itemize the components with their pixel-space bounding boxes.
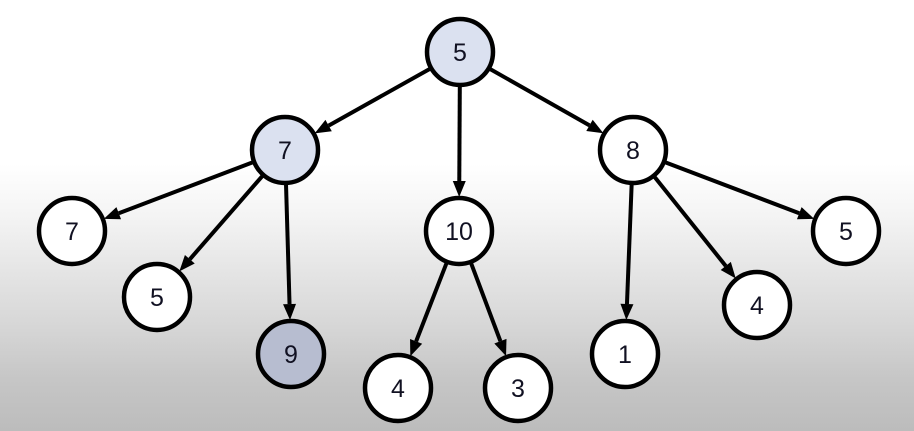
edge-5-to-7 [314, 66, 432, 134]
node-circle[interactable] [482, 352, 554, 424]
node-label: 5 [839, 218, 853, 246]
arrow-head-icon [103, 207, 122, 220]
edge-line [652, 175, 728, 268]
edge-line [664, 160, 800, 216]
node-label: 7 [65, 218, 79, 246]
edge-8-to-4 [652, 175, 736, 279]
node-label: 4 [391, 375, 405, 403]
node-label: 5 [453, 39, 467, 67]
edge-10-to-4 [410, 261, 449, 357]
arrow-head-icon [494, 338, 507, 357]
arrow-head-icon [314, 119, 332, 134]
tree-node[interactable]: 3 [482, 352, 554, 424]
tree-node[interactable]: 5 [810, 195, 882, 267]
node-circle[interactable] [423, 195, 495, 267]
edge-line [457, 85, 462, 182]
edge-7-to-9 [283, 183, 297, 321]
node-label: 7 [278, 137, 292, 165]
node-circle[interactable] [721, 269, 793, 341]
arrow-head-icon [720, 261, 736, 279]
edges-layer [103, 66, 815, 357]
node-circle[interactable] [589, 318, 661, 390]
node-circle[interactable] [255, 318, 327, 390]
edge-line [188, 174, 265, 261]
edge-8-to-5 [664, 160, 815, 220]
node-circle[interactable] [810, 195, 882, 267]
tree-node[interactable]: 10 [423, 195, 495, 267]
edge-5-to-10 [452, 85, 466, 198]
edge-10-to-3 [469, 262, 507, 357]
tree-node[interactable]: 7 [36, 195, 108, 267]
node-circle[interactable] [36, 195, 108, 267]
edge-5-to-8 [488, 67, 604, 134]
tree-node[interactable]: 1 [589, 318, 661, 390]
nodes-layer: 5 7 10 8 7 5 9 4 3 1 4 5 [36, 16, 882, 424]
edge-line [469, 262, 503, 342]
edge-line [414, 261, 449, 343]
edge-line [327, 66, 432, 128]
tree-node[interactable]: 4 [362, 352, 434, 424]
node-label: 3 [511, 375, 525, 403]
tree-node[interactable]: 8 [597, 114, 669, 186]
edge-line [118, 160, 254, 216]
node-label: 10 [445, 218, 473, 246]
node-circle[interactable] [249, 114, 321, 186]
tree-node[interactable]: 4 [721, 269, 793, 341]
node-circle[interactable] [597, 114, 669, 186]
arrow-head-icon [283, 303, 297, 321]
node-label: 8 [626, 137, 640, 165]
arrow-head-icon [586, 119, 604, 134]
tree-node[interactable]: 5 [121, 261, 193, 333]
tree-node[interactable]: 7 [249, 114, 321, 186]
edge-7-to-5 [179, 174, 265, 272]
node-label: 9 [284, 341, 298, 369]
edge-line [624, 183, 634, 305]
node-label: 4 [750, 292, 764, 320]
edge-7-to-7 [103, 160, 254, 220]
arrow-head-icon [620, 303, 634, 321]
edge-8-to-1 [620, 183, 634, 321]
arrow-head-icon [410, 339, 423, 357]
node-circle[interactable] [424, 16, 496, 88]
node-label: 5 [150, 284, 164, 312]
node-circle[interactable] [362, 352, 434, 424]
node-circle[interactable] [121, 261, 193, 333]
edge-line [488, 67, 591, 128]
tree-node[interactable]: 5 [424, 16, 496, 88]
arrow-head-icon [796, 207, 815, 220]
arrow-head-icon [179, 255, 195, 272]
arrow-head-icon [452, 180, 466, 198]
tree-node[interactable]: 9 [255, 318, 327, 390]
node-label: 1 [618, 341, 632, 369]
edge-line [284, 183, 292, 305]
